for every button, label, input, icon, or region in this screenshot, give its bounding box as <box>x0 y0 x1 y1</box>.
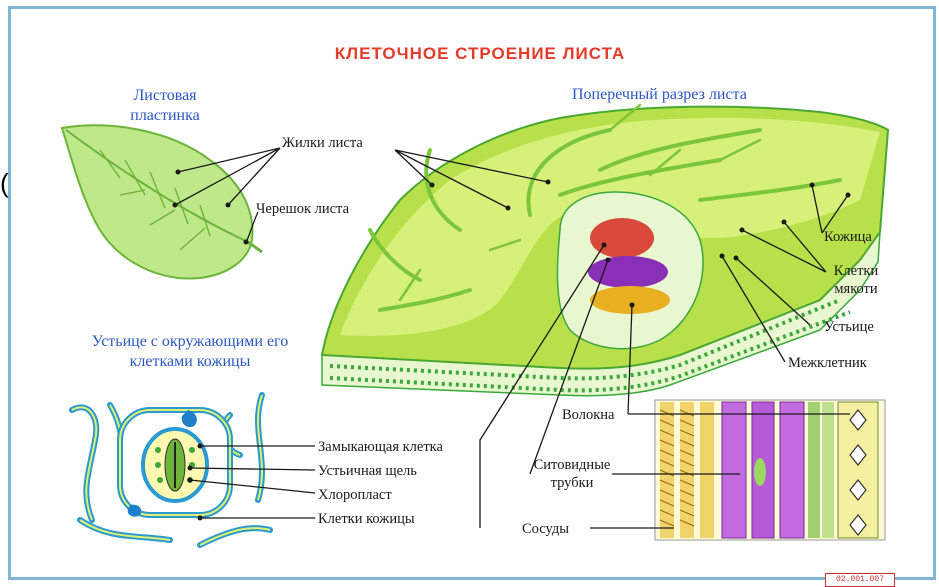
tissue-panel-drawing <box>655 400 885 540</box>
leaf-blade-drawing <box>62 125 262 278</box>
stoma-drawing <box>72 395 270 545</box>
label-leaf-blade: Листовая пластинка <box>100 86 230 126</box>
catalog-stamp: 02.001.007 <box>825 573 895 587</box>
label-epidermis: Кожица <box>824 228 872 246</box>
label-vessels: Сосуды <box>522 520 569 538</box>
label-stoma-title: Устьице с окружающими его клетками кожиц… <box>60 332 320 372</box>
page-title: КЛЕТОЧНОЕ СТРОЕНИЕ ЛИСТА <box>300 44 660 64</box>
label-chloroplast: Хлоропласт <box>318 486 392 504</box>
cross-section-drawing <box>322 105 888 396</box>
label-stomatal-slit: Устьичная щель <box>318 462 417 480</box>
label-veins: Жилки листа <box>282 134 363 152</box>
label-epidermal-cells: Клетки кожицы <box>318 510 415 528</box>
label-stoma: Устьице <box>824 318 874 336</box>
label-guard-cell: Замыкающая клетка <box>318 438 443 456</box>
label-intercellular: Межклетник <box>788 354 867 372</box>
edge-mark: ( <box>0 168 9 199</box>
label-sieve-tubes: Ситовидные трубки <box>528 456 616 492</box>
label-petiole: Черешок листа <box>256 200 349 218</box>
label-fibers: Волокна <box>562 406 614 424</box>
label-cross-section: Поперечный разрез листа <box>572 86 747 104</box>
label-mesophyll: Клетки мякоти <box>820 262 892 298</box>
